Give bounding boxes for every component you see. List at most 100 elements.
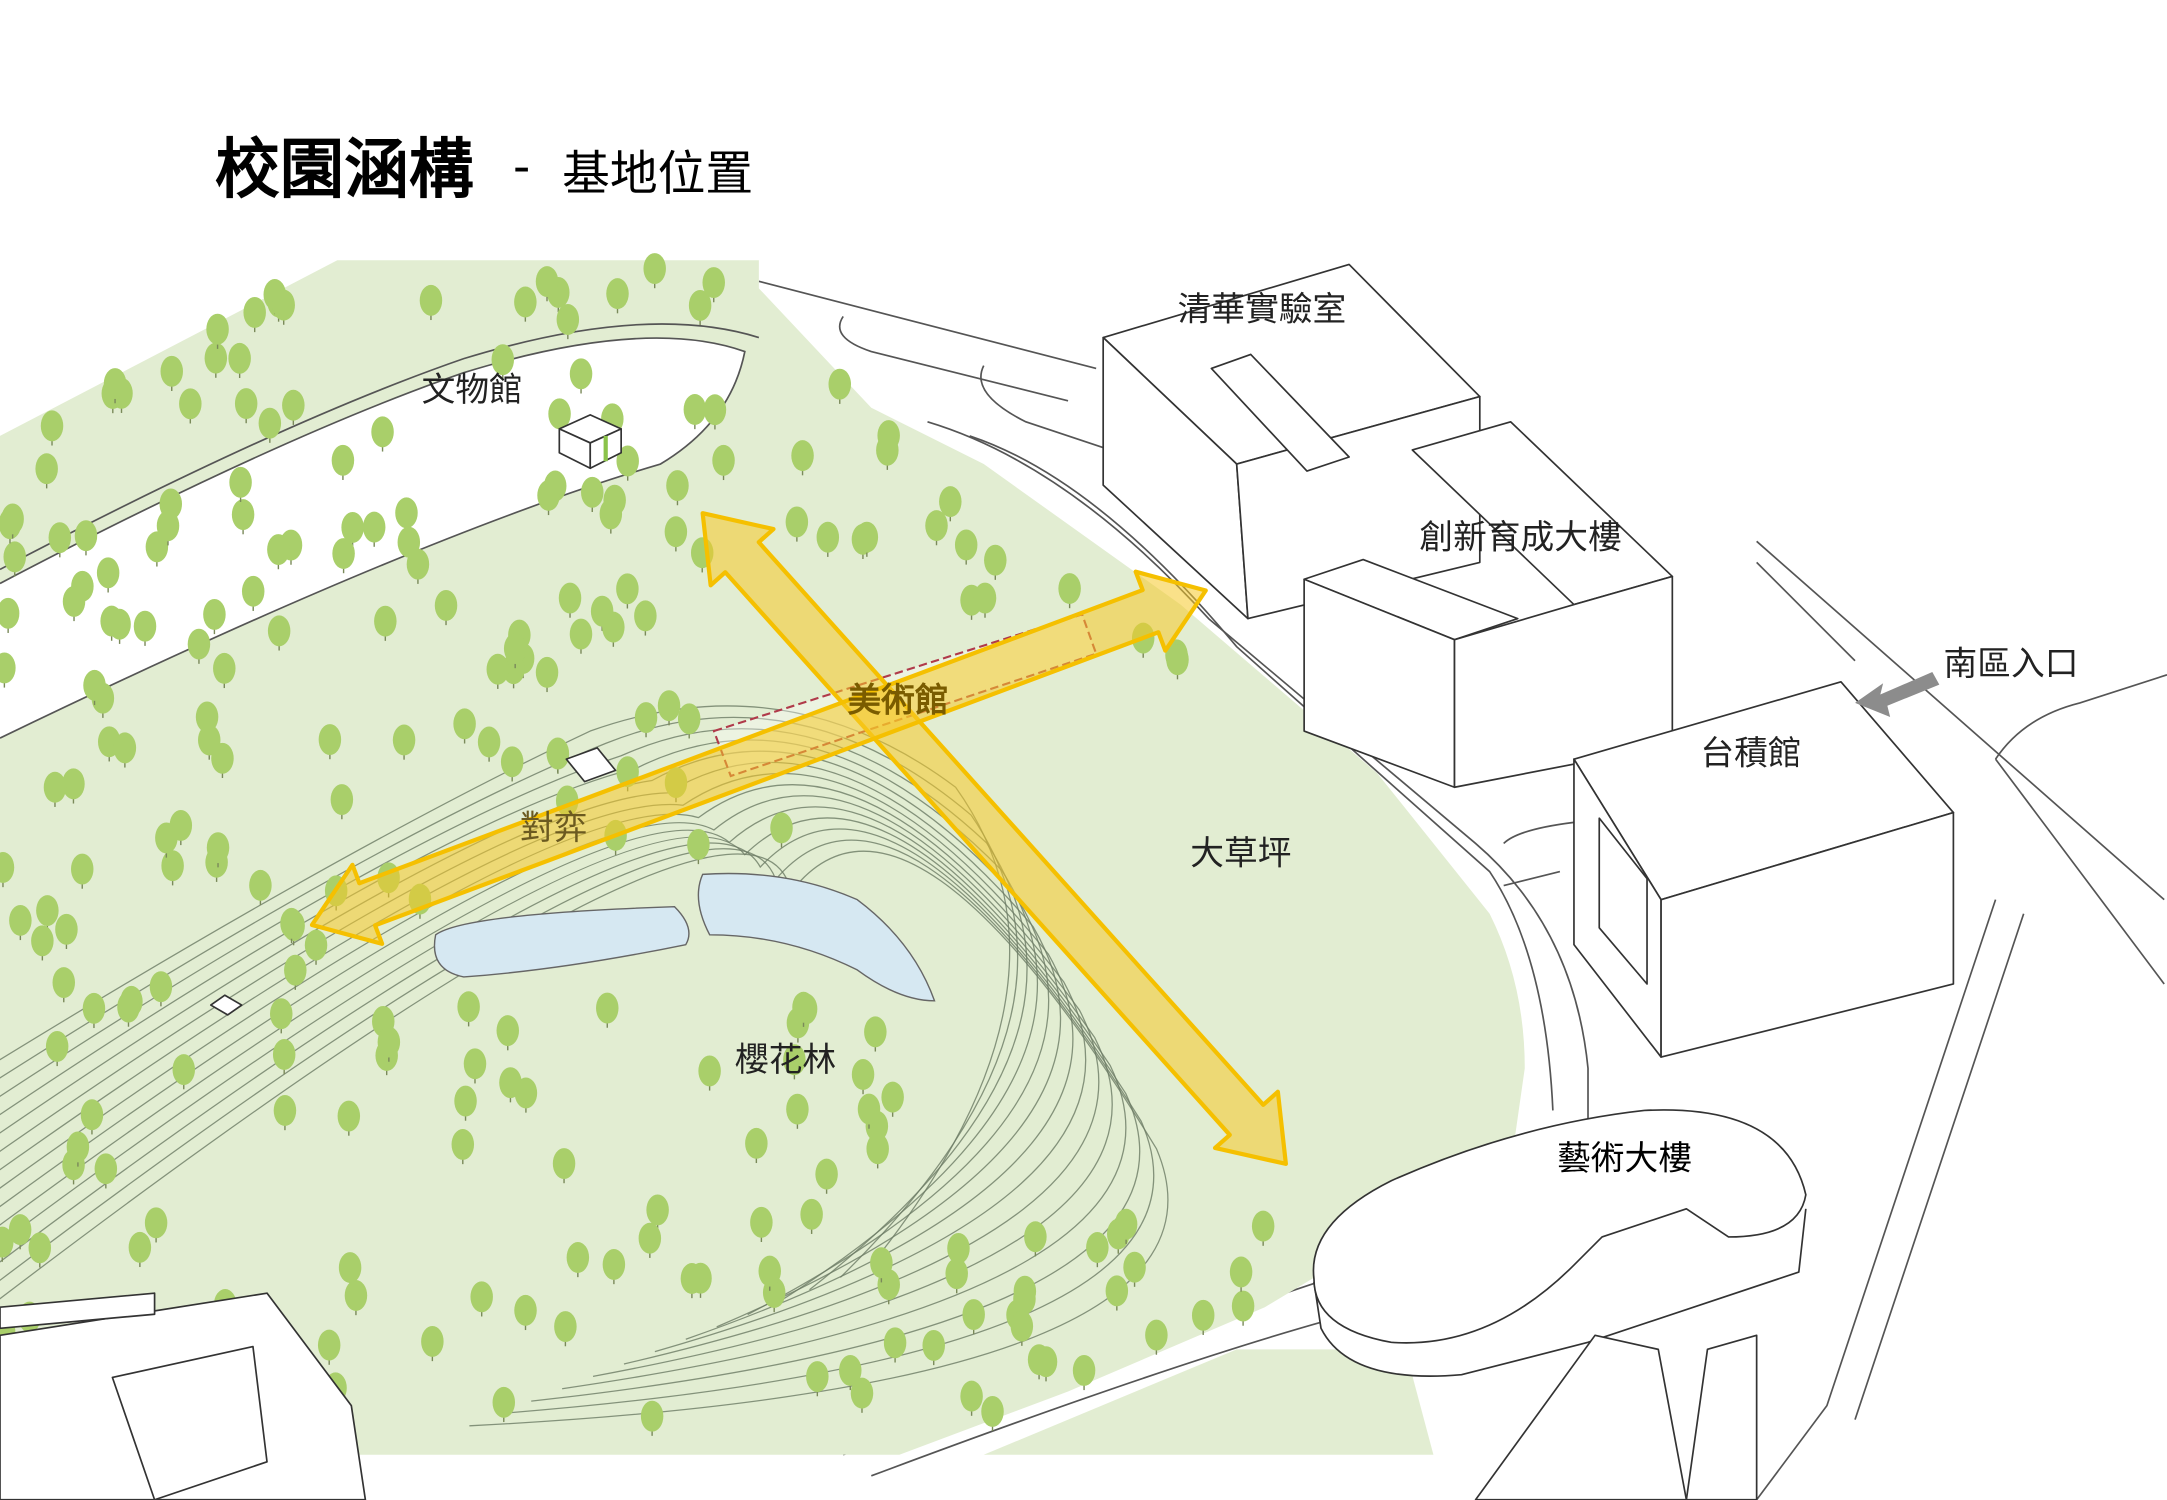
tree-icon <box>981 1396 1004 1432</box>
tree-icon <box>206 313 229 349</box>
tree-icon <box>392 724 416 760</box>
tree-icon <box>640 1400 664 1436</box>
tree-icon <box>925 510 948 546</box>
pavilion <box>565 747 617 783</box>
tree-icon <box>0 597 20 633</box>
tree-icon <box>371 416 394 452</box>
pond-east <box>697 872 936 1002</box>
tree-icon <box>434 590 458 626</box>
tree-icon <box>503 633 527 669</box>
tree-icon <box>457 991 480 1027</box>
tree-icon <box>546 738 570 774</box>
tree-icon <box>786 1093 809 1129</box>
tree-icon <box>666 470 689 506</box>
tree-icon <box>470 1281 493 1317</box>
tree-icon <box>463 1048 487 1084</box>
tree-icon <box>1086 1232 1109 1268</box>
tree-icon <box>249 869 272 906</box>
contour-line <box>0 716 1019 1278</box>
tree-icon <box>1166 644 1189 680</box>
pond-west <box>433 905 690 978</box>
label-cherry-forest: 櫻花林 <box>735 1040 836 1079</box>
tree-icon <box>156 510 180 546</box>
tree-icon <box>569 618 593 654</box>
tree-icon <box>939 486 962 522</box>
title-separator: - <box>513 140 530 195</box>
label-arts-building: 藝術大樓 <box>1557 1138 1692 1177</box>
tree-icon <box>1191 1299 1215 1336</box>
tree-icon <box>144 1207 168 1243</box>
tree-icon <box>745 1127 768 1164</box>
tree-icon <box>231 499 255 535</box>
tree-icon <box>1251 1210 1275 1246</box>
tree-icon <box>1123 1251 1146 1287</box>
tree-icon <box>750 1206 773 1242</box>
tree-icon <box>1024 1221 1047 1257</box>
tree-icon <box>35 453 58 489</box>
tree-icon <box>48 522 72 558</box>
tree-icon <box>272 1039 296 1075</box>
tree-icon <box>514 286 537 322</box>
label-south-entrance: 南區入口 <box>1944 644 2079 683</box>
tree-icon <box>406 548 430 584</box>
tree-icon <box>606 278 629 314</box>
tree-icon <box>1027 1344 1051 1380</box>
tree-icon <box>374 605 397 641</box>
tree-icon <box>172 1054 196 1090</box>
tree-icon <box>602 611 625 647</box>
tree-icon <box>317 1329 341 1365</box>
tree-icon <box>74 520 98 556</box>
tree-icon <box>241 575 265 611</box>
tree-icon <box>698 1055 721 1091</box>
tree-icon <box>657 690 681 726</box>
tree-icon <box>922 1329 945 1366</box>
tree-icon <box>800 1198 823 1234</box>
contour-line <box>0 705 1011 1266</box>
tree-icon <box>377 1026 401 1062</box>
tree-icon <box>1105 1275 1129 1311</box>
tree-icon <box>187 628 211 664</box>
page-subtitle: 基地位置 <box>562 147 753 202</box>
tree-icon <box>535 656 559 693</box>
label-relics-museum: 文物館 <box>422 370 523 409</box>
southwest-building <box>0 1292 367 1500</box>
tree-icon <box>556 304 580 340</box>
tree-icon <box>569 358 593 394</box>
tree-icon <box>243 296 266 333</box>
tree-icon <box>0 652 16 688</box>
tree-icon <box>680 1263 704 1299</box>
contour-line <box>0 806 1113 1377</box>
tree-icon <box>828 368 851 404</box>
page-title: 校園涵構 <box>215 131 474 207</box>
tree-icon <box>677 703 701 739</box>
tree-icon <box>62 768 85 804</box>
label-great-lawn: 大草坪 <box>1190 834 1291 873</box>
tree-icon <box>1010 1310 1034 1346</box>
tree-icon <box>113 732 137 768</box>
tree-icon <box>1072 1354 1096 1391</box>
tree-icon <box>581 476 604 513</box>
tree-icon <box>866 1133 889 1169</box>
tree-icon <box>962 1299 985 1335</box>
tree-icon <box>55 913 78 950</box>
park-strip <box>983 1349 1434 1455</box>
tree-icon <box>318 724 342 760</box>
tree-icon <box>284 954 307 990</box>
tree-icon <box>451 1129 475 1165</box>
tree-icon <box>454 1085 477 1121</box>
tree-icon <box>535 266 559 302</box>
tree-icon <box>758 1255 781 1291</box>
tree-icon <box>179 388 202 424</box>
tree-icon <box>984 544 1007 580</box>
tree-icon <box>203 598 226 635</box>
tree-icon <box>1229 1256 1253 1292</box>
tree-icon <box>331 444 355 480</box>
tree-icon <box>486 653 510 689</box>
tree-icon <box>82 992 106 1029</box>
pavilion-small <box>209 994 243 1016</box>
tree-icon <box>552 1148 576 1184</box>
tree-icon <box>267 534 290 570</box>
label-chess-area: 對弈 <box>520 808 587 847</box>
tree-icon <box>616 445 639 481</box>
tree-icon <box>344 1280 368 1316</box>
